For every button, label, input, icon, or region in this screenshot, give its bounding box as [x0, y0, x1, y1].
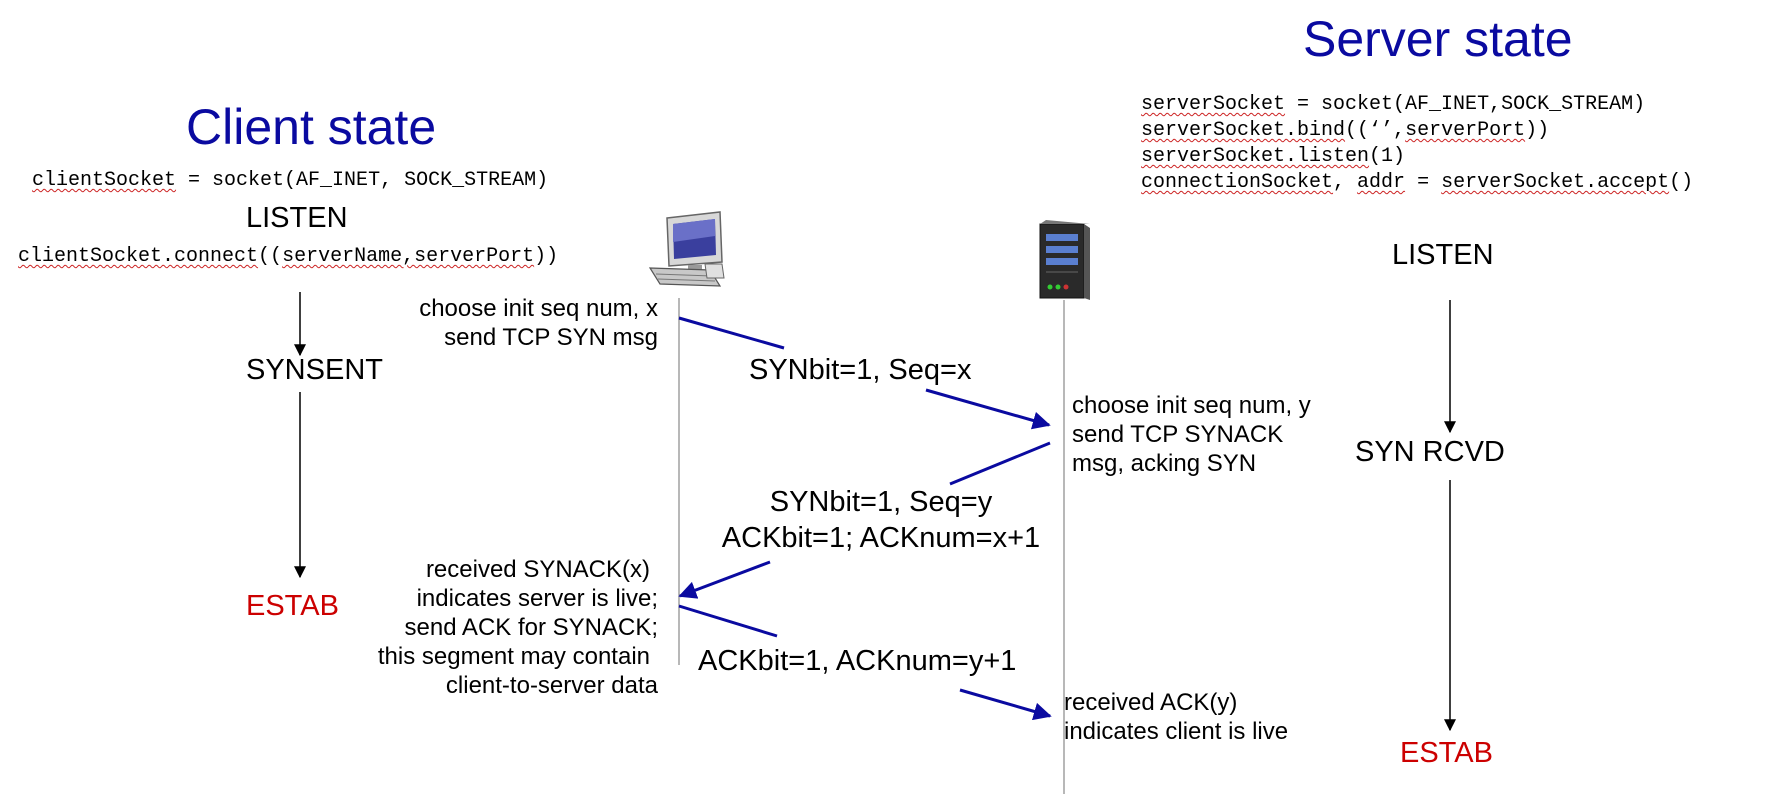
client-state-estab: ESTAB	[246, 590, 339, 622]
server-state-estab: ESTAB	[1400, 737, 1493, 769]
client-state-title: Client state	[186, 99, 437, 155]
server-tower-icon	[1039, 220, 1090, 300]
synack-message-arrow	[678, 441, 1051, 599]
server-synack-note: choose init seq num, y send TCP SYNACK m…	[1072, 392, 1311, 477]
desktop-computer-icon	[648, 211, 725, 287]
ack-message-label: ACKbit=1, ACKnum=y+1	[698, 645, 1017, 677]
syn-message-label: SYNbit=1, Seq=x	[749, 354, 972, 386]
server-socket-code: serverSocket = socket(AF_INET,SOCK_STREA…	[1141, 93, 1694, 194]
client-synack-received-note: received SYNACK(x) indicates server is l…	[377, 556, 658, 699]
client-state-listen: LISTEN	[246, 202, 348, 234]
client-socket-code: clientSocket = socket(AF_INET, SOCK_STRE…	[32, 169, 549, 192]
client-connect-code: clientSocket.connect((serverName,serverP…	[18, 245, 559, 268]
synack-message-label: SYNbit=1, Seq=y ACKbit=1; ACKnum=x+1	[721, 486, 1041, 554]
server-ack-received-note: received ACK(y) indicates client is live	[1064, 689, 1289, 745]
server-state-listen: LISTEN	[1392, 239, 1494, 271]
ack-message-arrow	[678, 604, 1052, 721]
server-state-synrcvd: SYN RCVD	[1355, 436, 1505, 468]
server-state-title: Server state	[1303, 11, 1573, 67]
syn-message-arrow	[678, 316, 1051, 430]
client-syn-note: choose init seq num, x send TCP SYN msg	[419, 295, 658, 351]
client-state-synsent: SYNSENT	[246, 354, 383, 386]
